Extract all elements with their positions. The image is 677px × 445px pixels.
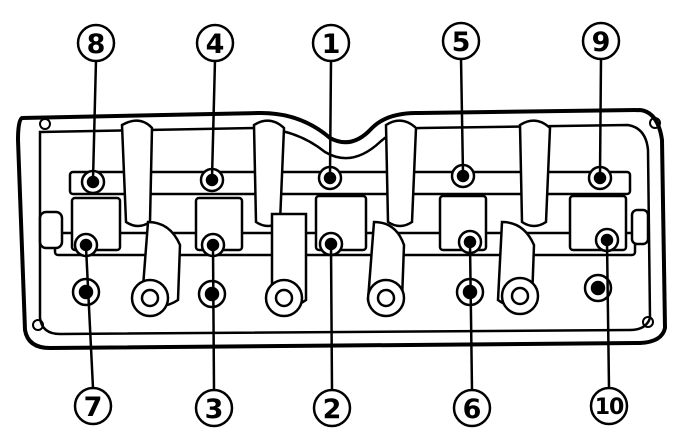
- callout-6: 6: [452, 388, 492, 428]
- callout-9: 9: [581, 21, 621, 61]
- callout-label: 10: [595, 395, 624, 420]
- callout-label: 7: [84, 392, 103, 423]
- rocker-arms-upper: [120, 119, 552, 228]
- callout-label: 6: [463, 394, 482, 425]
- callout-5: 5: [441, 21, 481, 61]
- callout-7: 7: [73, 386, 113, 426]
- callout-label: 8: [87, 29, 106, 60]
- rocker-arms-lower: [140, 212, 536, 308]
- callout-label: 1: [322, 29, 341, 60]
- callout-1: 1: [311, 23, 351, 63]
- mounting-holes: [32, 117, 661, 331]
- callout-label: 9: [592, 27, 611, 58]
- callout-8: 8: [76, 23, 116, 63]
- leader-lines: [84, 57, 611, 391]
- callout-label: 3: [205, 394, 224, 425]
- callout-label: 5: [452, 27, 471, 58]
- valve-spring-retainers: [130, 276, 540, 318]
- callout-label: 2: [323, 394, 342, 425]
- callout-label: 4: [206, 29, 225, 60]
- callout-3: 3: [194, 388, 234, 428]
- callout-2: 2: [312, 388, 352, 428]
- callout-4: 4: [195, 23, 235, 63]
- shaft-end-caps: [38, 208, 650, 250]
- callout-10: 10: [589, 386, 629, 426]
